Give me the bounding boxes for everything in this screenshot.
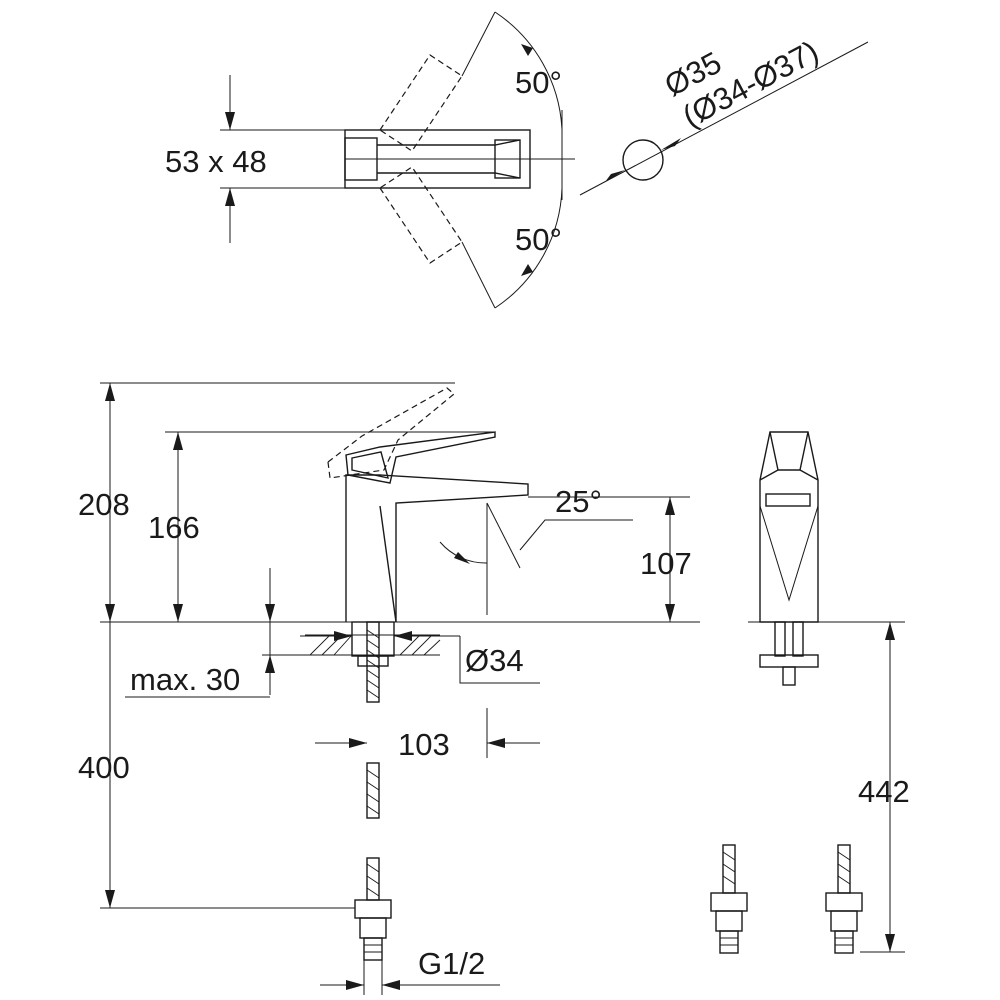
angle-bottom-label: 50° <box>515 222 562 257</box>
handle-size-label: 53 x 48 <box>165 144 267 179</box>
max-thickness-label: max. 30 <box>130 662 240 697</box>
side-view: 442 <box>710 431 910 954</box>
spout-height-label: 166 <box>148 510 200 545</box>
reach-label: 103 <box>398 727 450 762</box>
overall-height-label: 208 <box>78 487 130 522</box>
hose-length-label: 400 <box>78 750 130 785</box>
connection-label: G1/2 <box>418 946 485 981</box>
angle-top-label: 50° <box>515 65 562 100</box>
spout-angle-label: 25° <box>555 484 602 519</box>
hole-detail: Ø35 (Ø34-Ø37) <box>579 34 869 196</box>
front-view: 25° 107 208 166 <box>78 382 700 995</box>
side-hose-length-label: 442 <box>858 774 910 809</box>
shank-diameter-label: Ø34 <box>465 643 524 678</box>
outlet-height-label: 107 <box>640 546 692 581</box>
top-view: 53 x 48 50° 50° <box>165 11 575 309</box>
